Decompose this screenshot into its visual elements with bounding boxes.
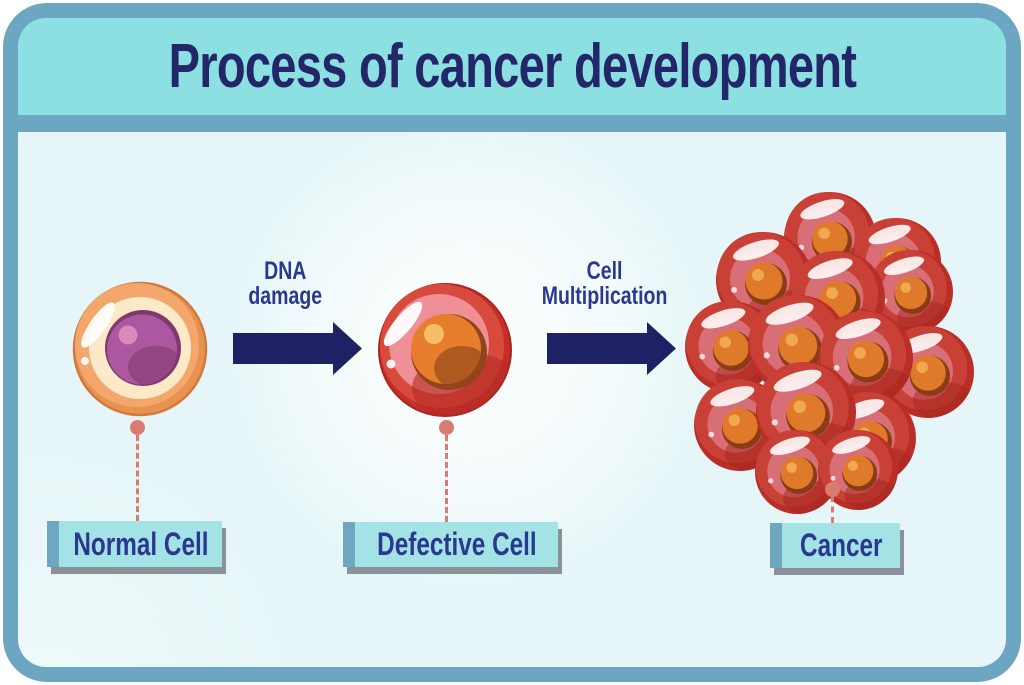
- stage-label-text: Defective Cell: [376, 526, 537, 562]
- transition-line1: Cell: [587, 257, 623, 285]
- transition-line1: DNA: [263, 257, 307, 285]
- connector-dashed-line-defective: [445, 435, 448, 522]
- connector-dashed-line-cancer: [831, 496, 834, 523]
- defective-cell-icon: [378, 283, 512, 417]
- connector-dot-cancer: [825, 482, 840, 497]
- stage-label-normal-cell: Normal Cell: [47, 521, 222, 567]
- normal-cell-icon: [72, 281, 208, 417]
- transition-label-dna-damage: DNA damage: [205, 259, 365, 309]
- diagram-frame: Process of cancer development Normal Cel…: [3, 3, 1021, 682]
- cancer-cluster-icon: [678, 190, 978, 515]
- transition-line2: Multiplication: [542, 282, 668, 310]
- diagram-canvas: Normal Cell DNA damage: [18, 132, 1006, 667]
- connector-dot-normal: [130, 420, 145, 435]
- transition-label-cell-multiplication: Cell Multiplication: [495, 259, 715, 309]
- transition-line2: damage: [248, 282, 322, 310]
- connector-dashed-line-normal: [136, 435, 139, 521]
- arrow-right-icon-2: [547, 322, 676, 375]
- arrow-right-icon-1: [233, 322, 362, 375]
- title-divider: [18, 115, 1006, 132]
- title-bar: Process of cancer development: [18, 18, 1006, 115]
- stage-label-defective-cell: Defective Cell: [343, 522, 558, 567]
- stage-label-cancer: Cancer: [770, 523, 900, 568]
- stage-label-text: Normal Cell: [72, 525, 209, 562]
- stage-label-text: Cancer: [799, 527, 883, 563]
- connector-dot-defective: [439, 420, 454, 435]
- page-title: Process of cancer development: [168, 32, 856, 101]
